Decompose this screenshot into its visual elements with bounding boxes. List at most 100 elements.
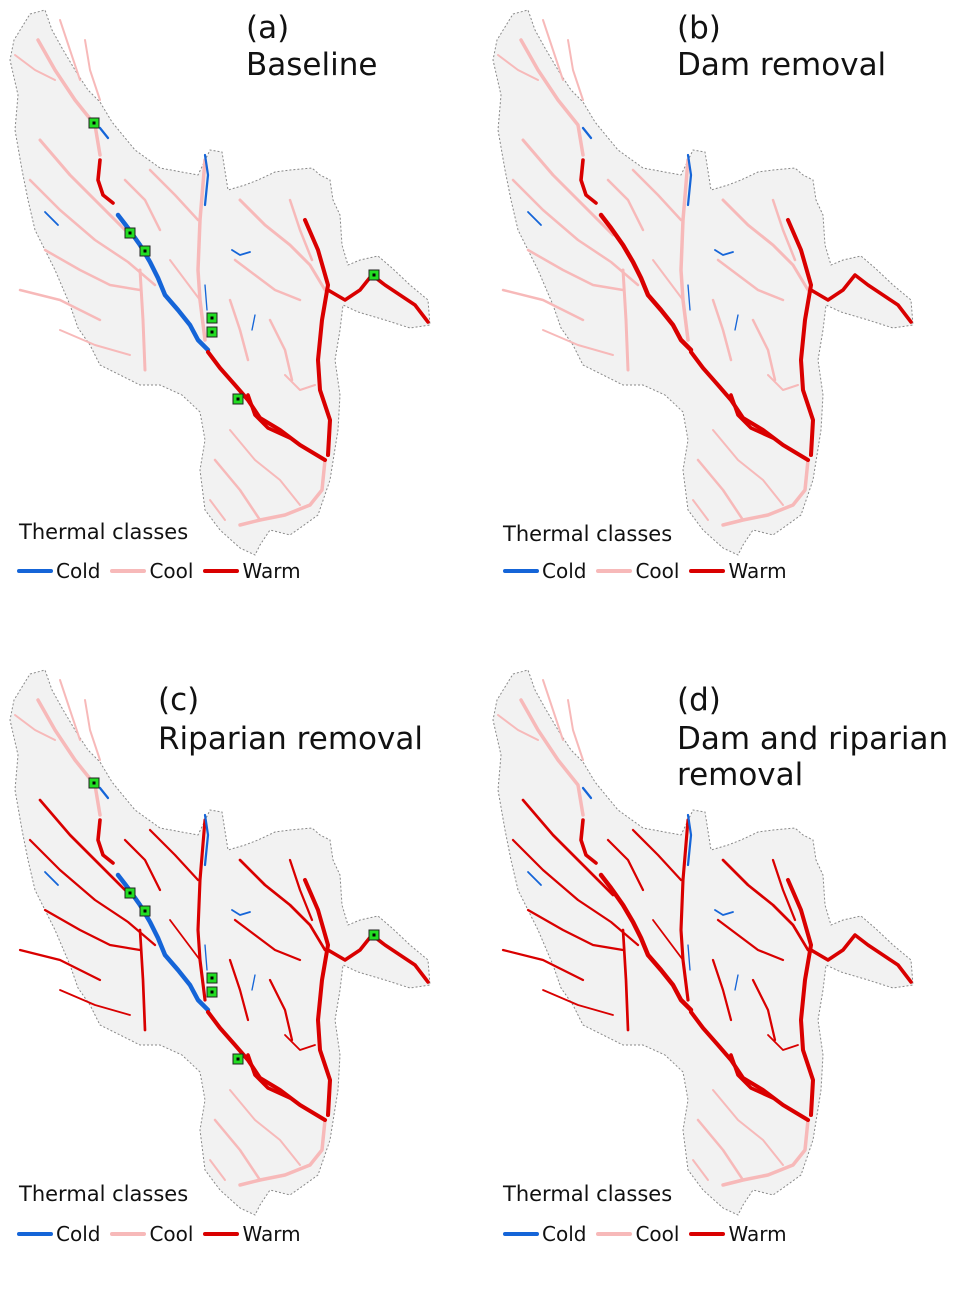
- stream-segment-warm: [809, 933, 913, 984]
- panel-d-dam-and-riparian-removal: (d) Dam and riparian removal Thermal cla…: [483, 660, 966, 1316]
- site-marker-dot: [210, 990, 214, 994]
- stream-segment-cool: [228, 298, 250, 362]
- stream-segment-cold: [714, 909, 734, 916]
- stream-segment-cool: [84, 39, 101, 101]
- stream-segment-warm: [302, 217, 333, 458]
- stream-network: [497, 19, 913, 527]
- stream-segment-warm: [785, 877, 816, 1118]
- legend-item-cool: Cool: [596, 559, 679, 583]
- stream-segment-cool: [606, 178, 645, 232]
- stream-segment-cool: [229, 1089, 301, 1166]
- stream-segment-warm: [284, 1034, 316, 1051]
- stream-segment-cool: [679, 158, 690, 342]
- stream-segment-cool: [233, 258, 302, 302]
- stream-segment-warm: [621, 928, 630, 1032]
- warm-line-swatch: [203, 569, 240, 573]
- site-marker-dot: [236, 1057, 240, 1061]
- stream-segment-cool: [213, 458, 262, 522]
- stream-segment-cool: [692, 1159, 709, 1181]
- stream-segment-warm: [809, 273, 913, 324]
- stream-segment-warm: [169, 919, 201, 961]
- stream-segment-cool: [138, 268, 147, 372]
- stream-segment-cold: [527, 211, 542, 226]
- stream-segment-cool: [542, 19, 564, 81]
- stream-segment-warm: [606, 838, 645, 892]
- stream-segment-cold: [203, 153, 210, 207]
- stream-segment-cool: [288, 198, 314, 262]
- stream-segment-cool: [567, 39, 584, 101]
- stream-segment-cool: [59, 19, 81, 81]
- stream-segment-cold: [687, 944, 691, 971]
- legend-title: Thermal classes: [19, 520, 189, 544]
- stream-segment-cold: [527, 871, 542, 886]
- panel-label: (d): [677, 682, 721, 718]
- stream-segment-cool: [631, 168, 683, 222]
- site-marker-dot: [372, 933, 376, 937]
- stream-segment-cool: [38, 138, 132, 237]
- site-marker-dot: [236, 397, 240, 401]
- stream-segment-cool: [59, 679, 81, 741]
- stream-segment-cold: [581, 126, 593, 140]
- cold-line-swatch: [503, 1232, 539, 1236]
- stream-segment-cold: [204, 944, 208, 971]
- stream-segment-cool: [692, 499, 709, 521]
- stream-segment-warm: [501, 948, 585, 982]
- legend: Cold Cool Warm: [503, 1222, 797, 1246]
- legend-title: Thermal classes: [503, 522, 673, 546]
- stream-segment-cold: [734, 314, 739, 331]
- site-marker-dot: [128, 231, 132, 235]
- stream-segment-cool: [28, 178, 157, 287]
- stream-segment-warm: [679, 818, 690, 1002]
- stream-segment-cool: [721, 458, 810, 527]
- legend-item-warm: Warm: [203, 1222, 301, 1246]
- site-marker-dot: [128, 891, 132, 895]
- cool-line-swatch: [110, 569, 147, 573]
- stream-segment-cold: [44, 211, 59, 226]
- site-marker-dot: [143, 249, 147, 253]
- legend: Cold Cool Warm: [503, 559, 797, 583]
- legend-item-cool: Cool: [110, 559, 193, 583]
- stream-segment-cold: [204, 284, 208, 311]
- panel-title: Baseline: [246, 47, 378, 83]
- watershed-boundary: [9, 9, 431, 556]
- legend-title: Thermal classes: [503, 1182, 673, 1206]
- site-marker-dot: [143, 909, 147, 913]
- stream-segment-cool: [36, 698, 102, 817]
- stream-segment-cool: [148, 168, 200, 222]
- stream-segment-cool: [721, 198, 810, 292]
- stream-segment-cold: [581, 786, 593, 800]
- stream-segment-warm: [302, 877, 333, 1118]
- panel-b-dam-removal: (b) Dam removal Thermal classes Cold Coo…: [483, 0, 966, 656]
- legend-item-cold: Cold: [503, 559, 586, 583]
- stream-segment-warm: [751, 978, 777, 1042]
- stream-segment-warm: [228, 958, 250, 1022]
- watershed-boundary: [492, 669, 914, 1216]
- stream-segment-warm: [196, 818, 207, 1002]
- stream-segment-cold: [251, 314, 256, 331]
- stream-segment-cold: [251, 974, 256, 991]
- stream-segment-cool: [238, 458, 327, 527]
- stream-segment-warm: [288, 858, 314, 922]
- stream-segment-cool: [711, 298, 733, 362]
- stream-segment-cold: [714, 249, 734, 256]
- stream-segment-warm: [268, 978, 294, 1042]
- stream-segment-cool: [238, 1118, 327, 1187]
- stream-segment-cool: [501, 288, 585, 322]
- legend-item-warm: Warm: [203, 559, 301, 583]
- stream-segment-warm: [542, 989, 614, 1016]
- legend-item-cold: Cold: [17, 559, 100, 583]
- stream-segment-cool: [542, 679, 564, 741]
- stream-segment-warm: [767, 1034, 799, 1051]
- stream-segment-cold: [98, 126, 110, 140]
- cold-line-swatch: [17, 569, 53, 573]
- stream-network: [14, 19, 430, 527]
- stream-segment-cool: [14, 54, 56, 81]
- stream-segment-warm: [631, 828, 683, 882]
- stream-segment-warm: [711, 958, 733, 1022]
- site-marker-dot: [92, 121, 96, 125]
- stream-segment-cool: [123, 178, 162, 232]
- panel-label: (c): [158, 682, 200, 718]
- site-marker-dot: [372, 273, 376, 277]
- watershed-map: [9, 9, 431, 556]
- stream-segment-warm: [233, 918, 302, 962]
